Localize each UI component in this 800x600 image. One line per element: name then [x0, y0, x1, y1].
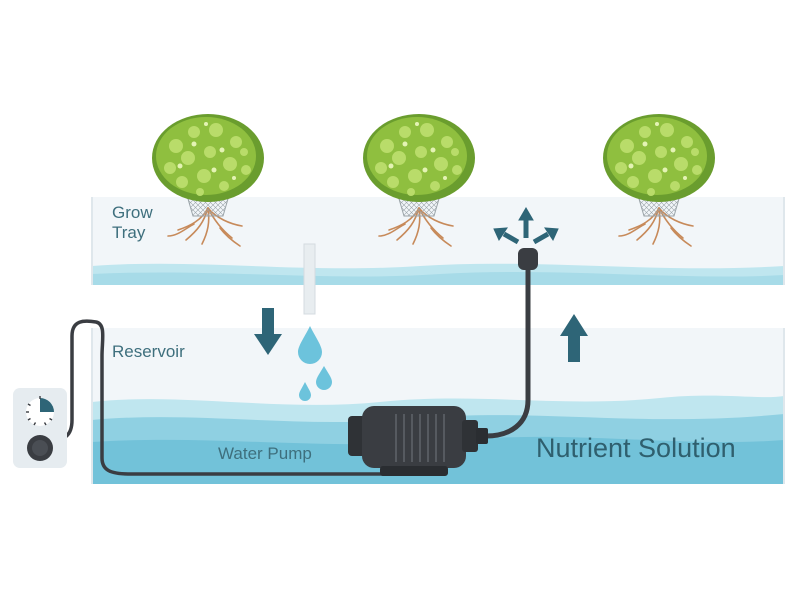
down-arrow-icon: [254, 308, 282, 355]
water-pump-label: Water Pump: [218, 444, 312, 463]
water-drops-icon: [298, 326, 332, 401]
water-pump-icon: [348, 406, 488, 476]
nutrient-solution-label: Nutrient Solution: [536, 433, 736, 463]
up-arrow-icon: [560, 314, 588, 362]
drain-pipe: [303, 243, 316, 315]
timer-icon: [13, 388, 67, 468]
sprayer-arrows-icon: [493, 207, 559, 245]
power-cord: [50, 319, 392, 476]
reservoir-label: Reservoir: [112, 342, 185, 361]
grow-tray-label: Grow Tray: [112, 203, 153, 242]
supply-tube: [483, 248, 538, 439]
